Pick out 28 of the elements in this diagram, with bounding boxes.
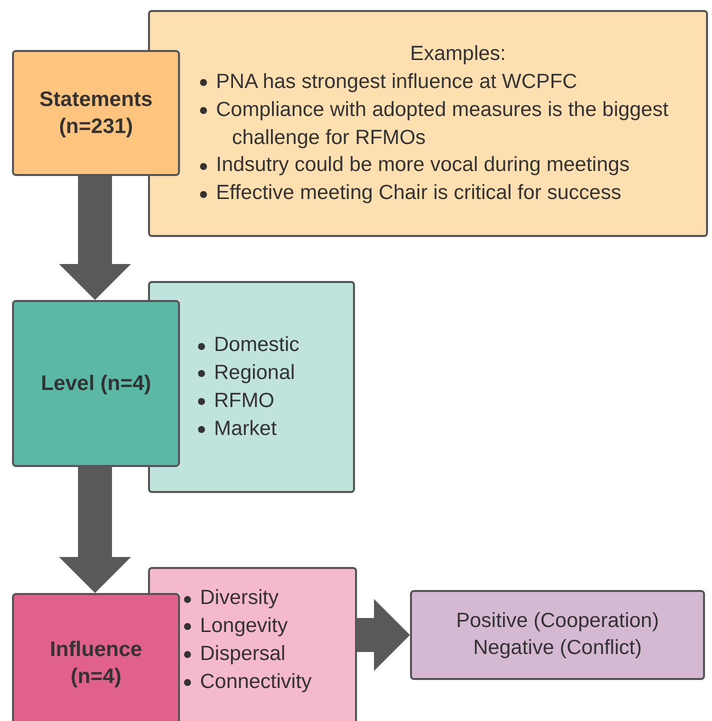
panel-heading: Examples: <box>410 42 506 65</box>
arrow <box>59 467 131 593</box>
bullet-item: Market <box>214 416 277 440</box>
bullet-item: Indsutry could be more vocal during meetings <box>216 153 630 176</box>
bullet-item: Diversity <box>200 586 279 610</box>
bullet-item: Effective meeting Chair is critical for success <box>216 181 622 204</box>
box-title: Influence (n=4) <box>48 636 144 690</box>
bullet-item: Connectivity <box>200 670 312 693</box>
process-box <box>12 50 180 176</box>
bullet-item: Longevity <box>200 614 288 638</box>
process-box <box>12 300 180 467</box>
box-title: Statements (n=231) <box>38 86 154 140</box>
bullet-item: Compliance with adopted measures is the biggest challenge for RFMOs <box>216 98 668 148</box>
outcome-text: Positive (Cooperation) <box>455 608 660 634</box>
bullet-item: Regional <box>214 361 295 384</box>
arrow <box>59 176 131 300</box>
bullet-item: Dispersal <box>200 642 286 665</box>
note-panel <box>180 567 357 721</box>
arrow <box>357 599 410 671</box>
process-box <box>12 593 180 721</box>
bullet-item: RFMO <box>214 389 274 412</box>
process-box <box>410 590 705 680</box>
bullet-item: PNA has strongest influence at WCPFC <box>216 70 578 93</box>
note-panel <box>180 281 355 493</box>
bullet-item: Domestic <box>214 333 300 356</box>
note-panel <box>180 10 708 237</box>
box-title: Level (n=4) <box>40 370 152 397</box>
outcome-text: Negative (Conflict) <box>472 635 643 661</box>
